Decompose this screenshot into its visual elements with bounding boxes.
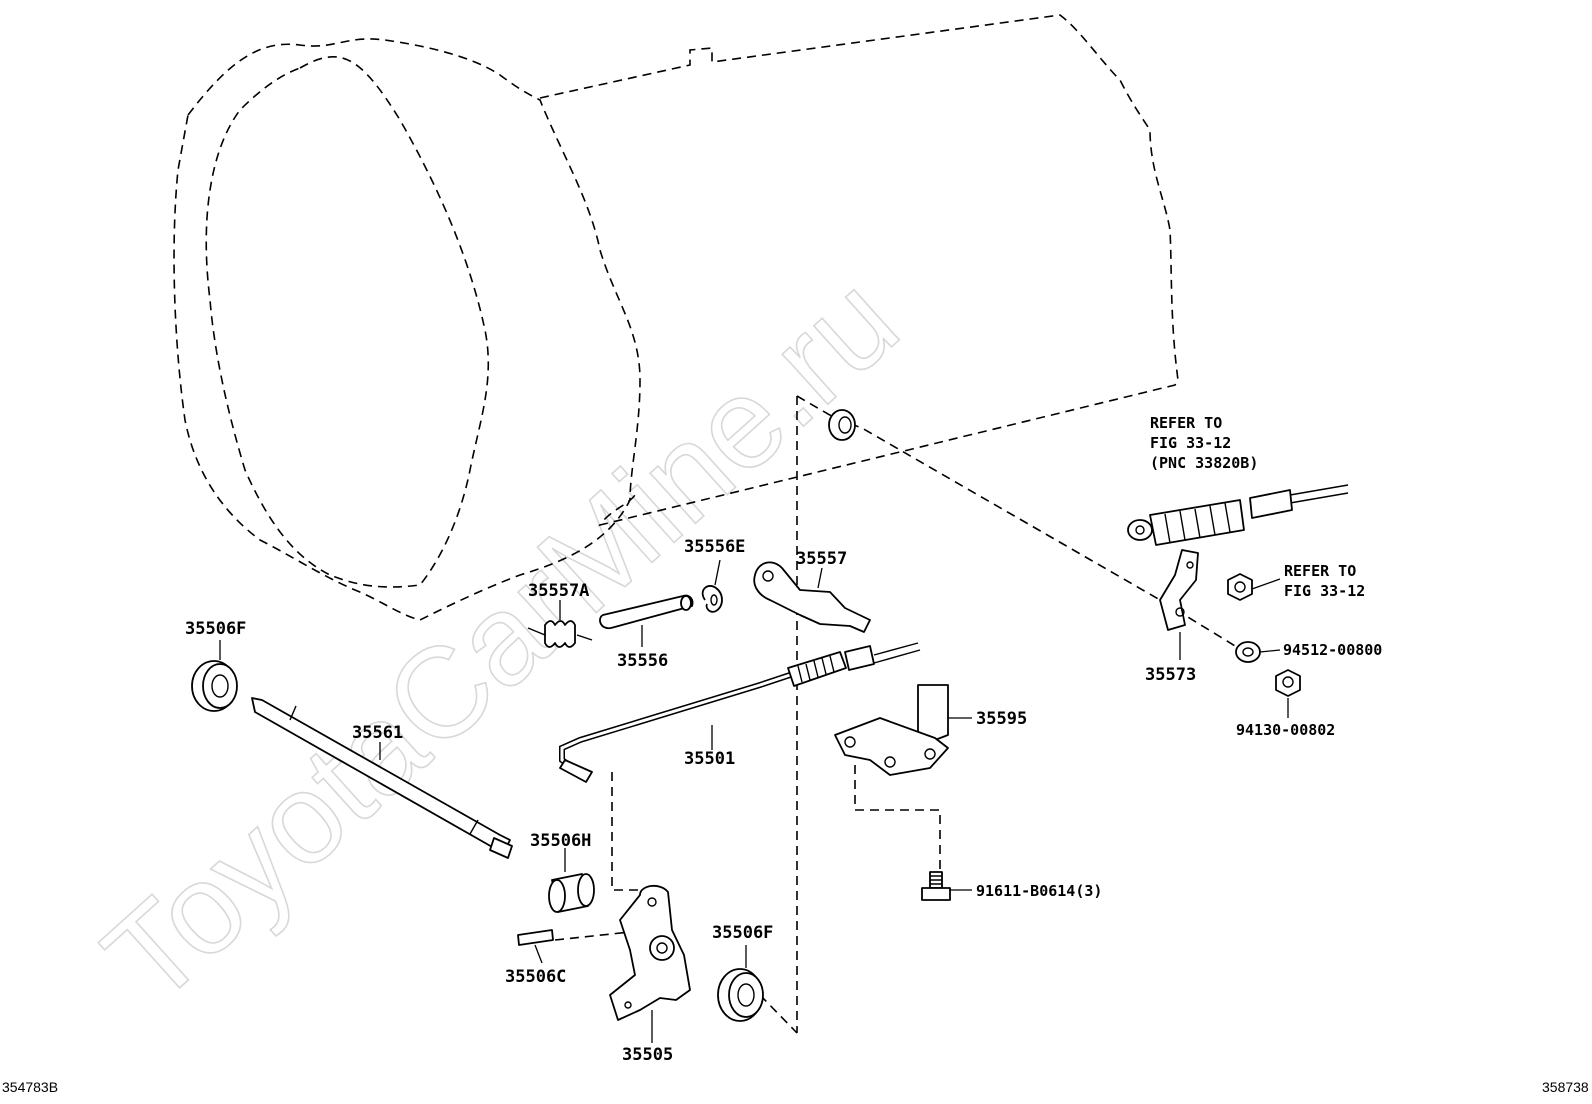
- label-35561: 35561: [352, 723, 403, 743]
- label-94130-00802: 94130-00802: [1236, 721, 1335, 739]
- bushing-35506h[interactable]: [548, 873, 595, 913]
- transmission-housing-outline: [173, 14, 1179, 621]
- lever-35505[interactable]: [609, 885, 691, 1021]
- bracket-35595[interactable]: [834, 684, 949, 776]
- label-94512-00800: 94512-00800: [1283, 641, 1382, 659]
- label-35556: 35556: [617, 651, 668, 671]
- label-35506h: 35506H: [530, 831, 591, 851]
- nut-94130-00802[interactable]: [1275, 669, 1301, 697]
- shaft-snap-ring[interactable]: [828, 409, 856, 441]
- e-ring-35556e[interactable]: [701, 585, 723, 613]
- spring-35557a[interactable]: [527, 620, 593, 648]
- phantom-line-pin: [554, 931, 631, 941]
- label-35506f-upper: 35506F: [185, 619, 246, 639]
- refer-cable-line-2: FIG 33-12: [1150, 434, 1231, 452]
- control-cable-33820b[interactable]: [1127, 484, 1349, 546]
- label-91611-b0614: 91611-B0614(3): [976, 882, 1102, 900]
- nut-refer[interactable]: [1227, 573, 1253, 601]
- refer-cable-line-1: REFER TO: [1150, 414, 1222, 432]
- bolt-91611-b0614[interactable]: [921, 871, 951, 901]
- control-rod-35501[interactable]: [559, 642, 921, 783]
- refer-cable-line-3: (PNC 33820B): [1150, 454, 1258, 472]
- label-35506f-lower: 35506F: [712, 923, 773, 943]
- label-35557a: 35557A: [528, 581, 589, 601]
- manual-valve-shaft-35561[interactable]: [251, 697, 513, 859]
- oil-seal-35506f-upper[interactable]: [191, 660, 238, 712]
- phantom-line-35506f: [759, 994, 798, 1034]
- refer-nut-line-1: REFER TO: [1284, 562, 1356, 580]
- phantom-line-bracket-bolt: [854, 765, 941, 872]
- cable-bracket-35573[interactable]: [1159, 549, 1199, 631]
- washer-94512-00800[interactable]: [1235, 641, 1261, 663]
- refer-nut-line-2: FIG 33-12: [1284, 582, 1365, 600]
- oil-seal-35506f-lower[interactable]: [717, 968, 764, 1022]
- label-35557: 35557: [796, 549, 847, 569]
- label-35505: 35505: [622, 1045, 673, 1065]
- phantom-line-rod: [611, 772, 640, 891]
- label-35595: 35595: [976, 709, 1027, 729]
- pin-35556[interactable]: [599, 594, 694, 630]
- corner-id-right: 358738: [1542, 1079, 1589, 1095]
- leader-lines: [219, 559, 1289, 1043]
- label-35501: 35501: [684, 749, 735, 769]
- corner-id-left: 354783B: [2, 1079, 58, 1095]
- label-35573: 35573: [1145, 665, 1196, 685]
- label-35506c: 35506C: [505, 967, 566, 987]
- label-35556e: 35556E: [684, 537, 745, 557]
- lever-35557[interactable]: [753, 561, 871, 633]
- pin-35506c[interactable]: [517, 929, 554, 946]
- callout-labels: 35506F 35561 35557A 35556 35556E 35557 3…: [185, 414, 1382, 1065]
